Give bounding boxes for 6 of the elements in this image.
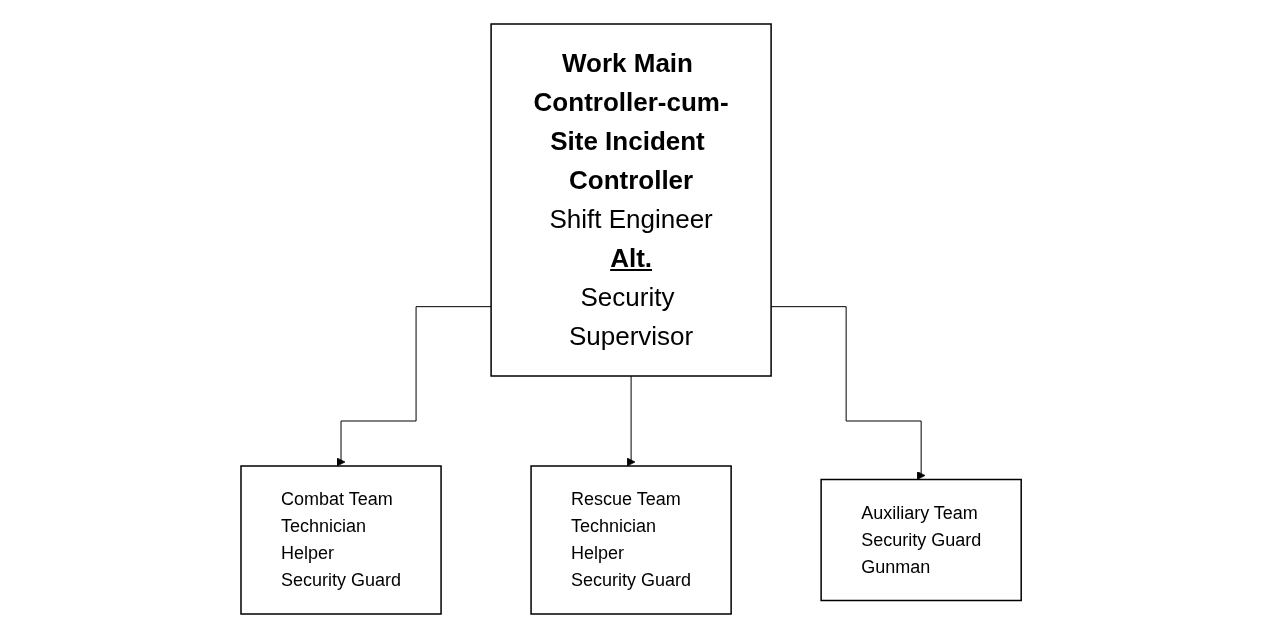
node-box: Auxiliary Team Security Guard Gunman — [820, 478, 1022, 601]
node-box: Work Main Controller-cum-Site Incident Controller Shift Engineer Alt. Security Supervisor — [490, 22, 772, 377]
node-box: Rescue Team Technician Helper Security Guard — [530, 464, 732, 615]
node-box: Combat Team Technician Helper Security Guard — [240, 464, 442, 615]
arrow — [336, 305, 492, 466]
arrow — [626, 375, 636, 466]
